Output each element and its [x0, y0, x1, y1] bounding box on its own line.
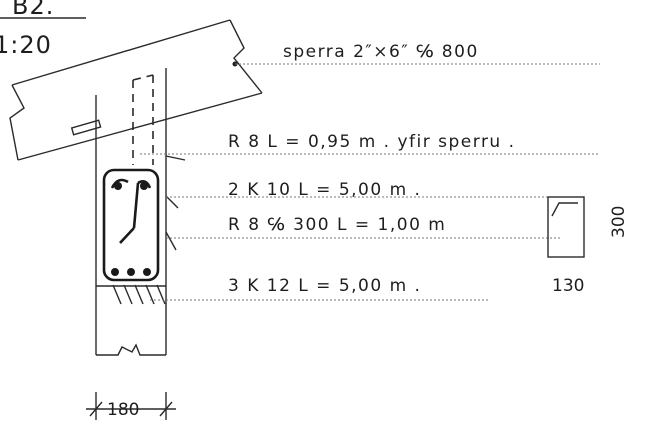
- top-bar: [140, 182, 148, 190]
- stirrup-top-label: R 8 L = 0,95 m . yfir sperru .: [228, 132, 516, 152]
- beam-section: [102, 168, 160, 282]
- leader-lines: [140, 153, 600, 301]
- bottom-bar: [127, 268, 135, 276]
- wall: [95, 68, 167, 356]
- section-detail: 300 130: [547, 196, 629, 296]
- bottom-bar: [143, 268, 151, 276]
- bottom-bar: [111, 268, 119, 276]
- section-height-label: 300: [609, 206, 629, 238]
- top-bar: [114, 182, 122, 190]
- rafter-slot: [70, 119, 102, 136]
- stirrup: [102, 168, 160, 282]
- drawing-scale: 1:20: [0, 31, 52, 59]
- wall-width-dimension: 180: [86, 392, 176, 420]
- rafter-label: sperra 2″×6″ ℅ 800: [283, 42, 479, 62]
- section-width-label: 130: [552, 276, 584, 296]
- top-bars-label: 2 K 10 L = 5,00 m .: [228, 180, 421, 200]
- wall-width-label: 180: [107, 400, 139, 420]
- bottom-bars-label: 3 K 12 L = 5,00 m .: [228, 276, 421, 296]
- hatching: [112, 195, 179, 305]
- rafter: [9, 19, 600, 161]
- drawing-id: B2.: [12, 0, 54, 20]
- stirrups-label: R 8 ℅ 300 L = 1,00 m: [228, 215, 446, 235]
- stirrup-over-rafter: [132, 74, 154, 165]
